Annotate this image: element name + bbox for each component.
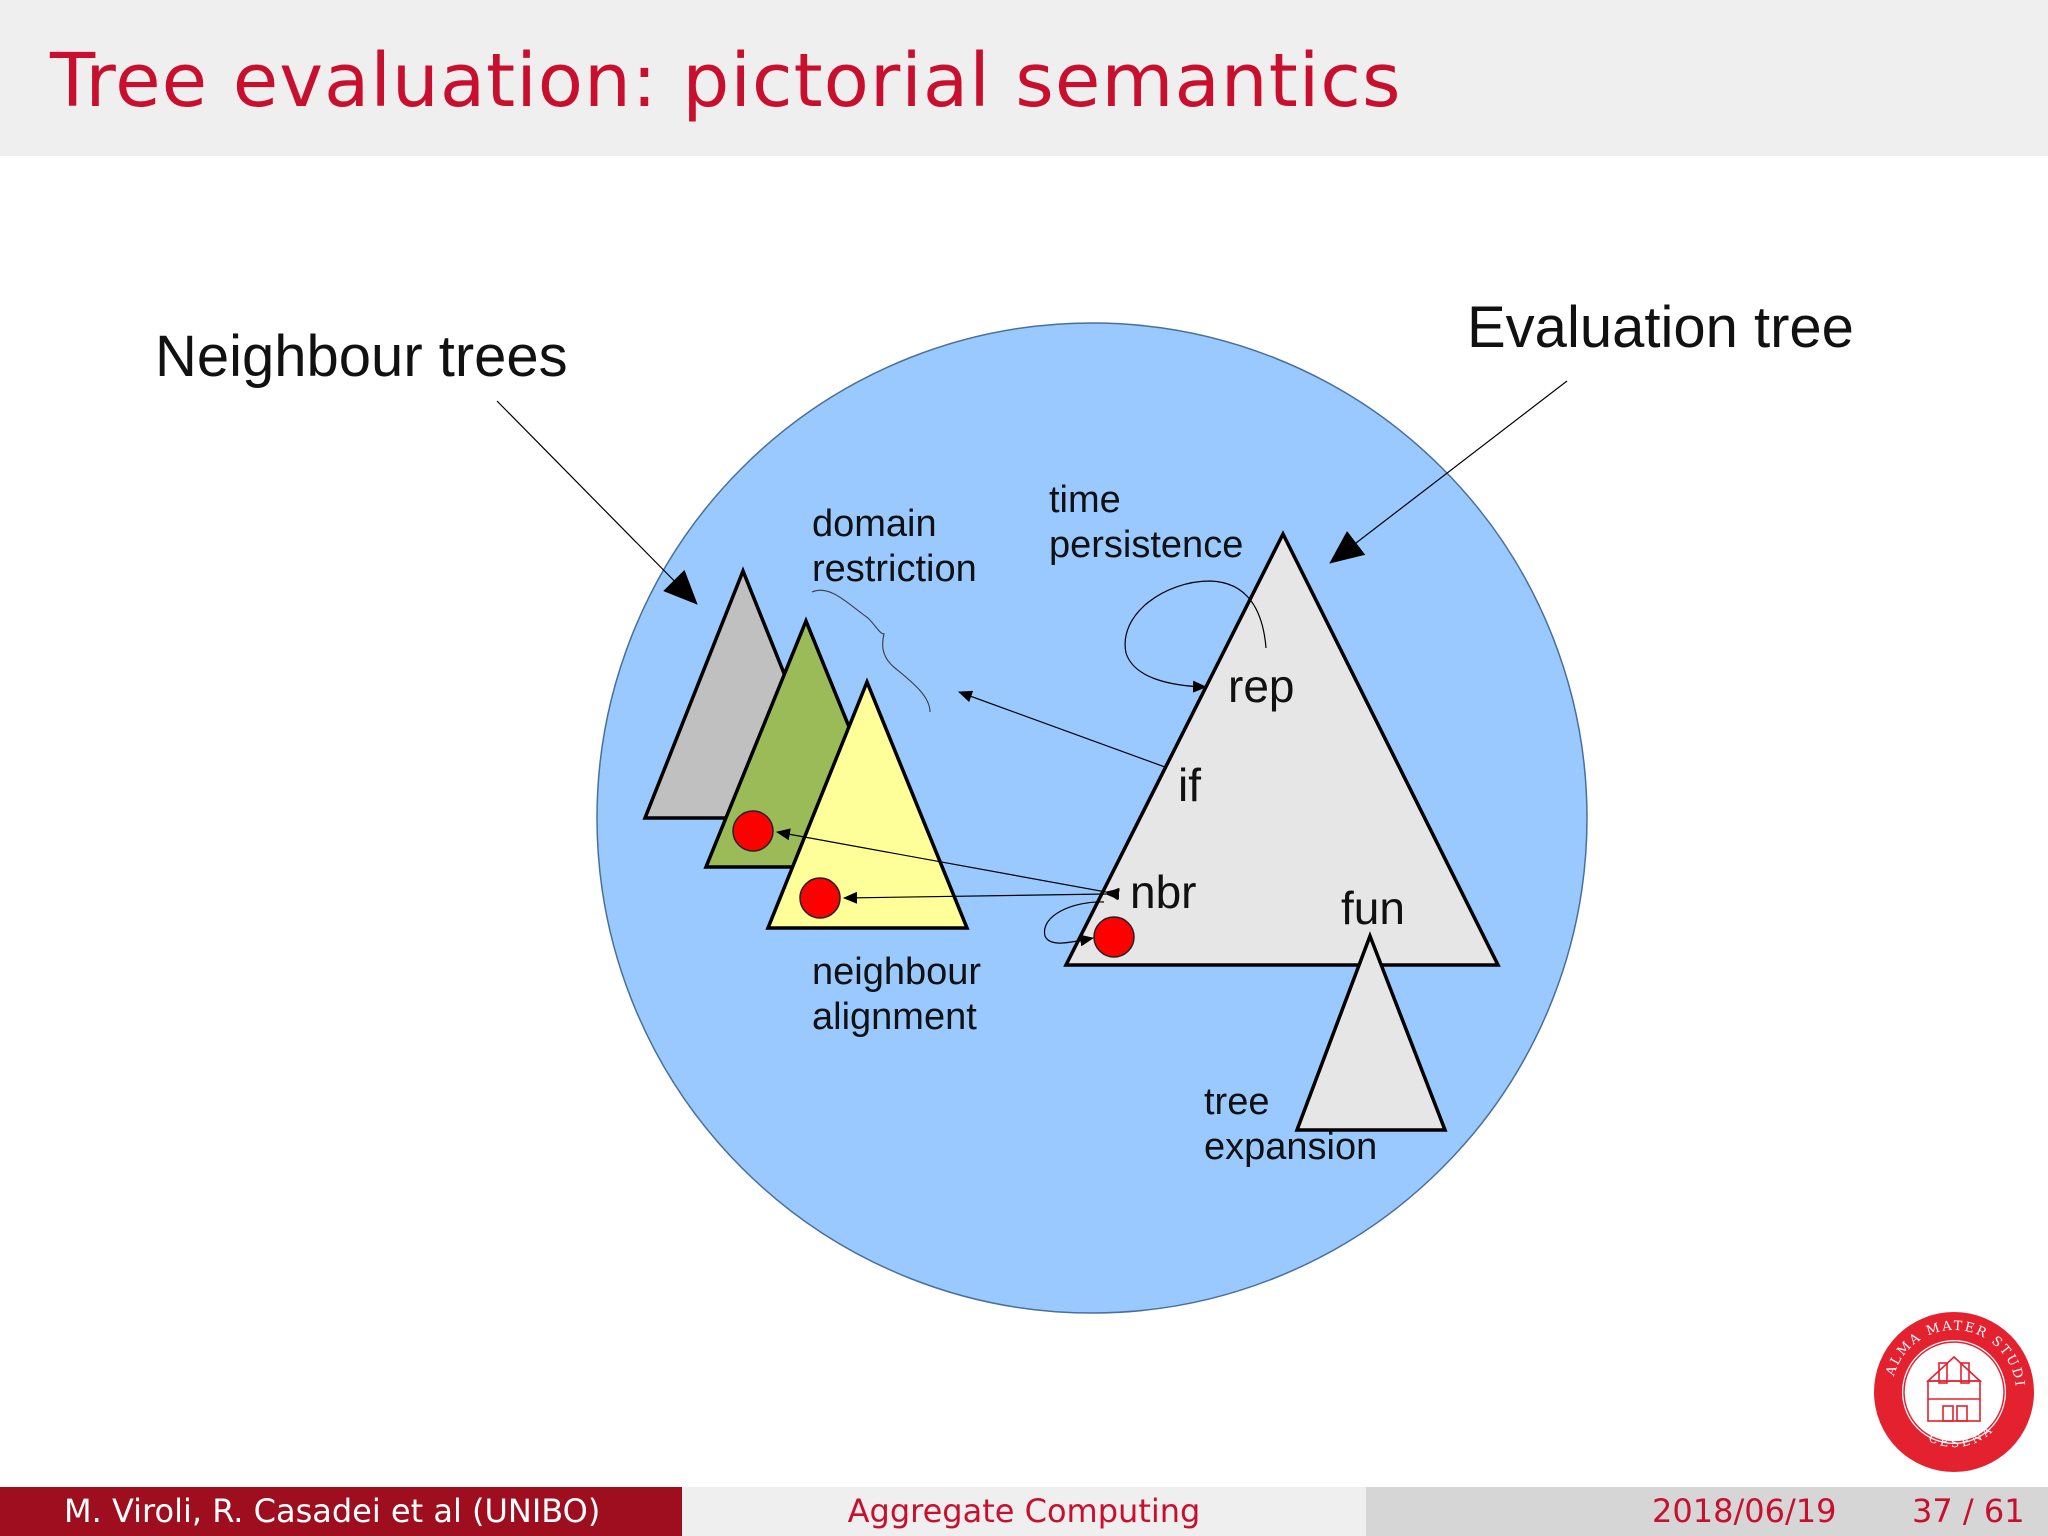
evaluation-tree-pointer: [1329, 380, 1568, 564]
slide-title: Tree evaluation: pictorial semantics: [50, 38, 1402, 124]
if-label: if: [1178, 759, 1201, 811]
fun-label: fun: [1341, 882, 1405, 934]
footer-date: 2018/06/19: [1652, 1492, 1837, 1530]
time-persistence-loop: [1124, 580, 1267, 693]
nbr-label: nbr: [1130, 866, 1196, 918]
footer-title-section: Aggregate Computing: [682, 1487, 1366, 1536]
neighbour-trees-label: Neighbour trees: [155, 324, 568, 389]
title-bar: Tree evaluation: pictorial semantics: [0, 0, 2048, 156]
nbr-self-loop: [1043, 901, 1105, 947]
university-seal-logo: ALMA MATER STUDIORUM CESENA: [1873, 1311, 2034, 1472]
neighbour-trees-pointer: [496, 400, 698, 605]
footer-page-number: 37 / 61: [1912, 1492, 2025, 1530]
evaluation-tree: [1063, 530, 1501, 967]
footer-authors: M. Viroli, R. Casadei et al (UNIBO): [64, 1492, 601, 1530]
yellow-tree-marker: [799, 877, 841, 919]
footer-info-section: 2018/06/19 37 / 61: [1366, 1487, 2048, 1536]
domain-restriction-label-line1: domain: [812, 503, 937, 545]
diagram: Neighbour trees Evaluation tree domain r…: [155, 295, 1854, 1314]
evaluation-tree-marker: [1093, 916, 1135, 958]
footer: M. Viroli, R. Casadei et al (UNIBO) Aggr…: [0, 1487, 2048, 1536]
neighbour-alignment-label-line1: neighbour: [812, 951, 981, 993]
footer-authors-section: M. Viroli, R. Casadei et al (UNIBO): [0, 1487, 682, 1536]
neighbour-alignment-label-line2: alignment: [812, 996, 977, 1038]
alignment-arrow-green: [776, 828, 1120, 901]
evaluation-tree-label: Evaluation tree: [1467, 295, 1854, 360]
tree-expansion-label-line1: tree: [1204, 1081, 1269, 1123]
time-persistence-label-line1: time: [1049, 479, 1121, 521]
tree-expansion-label-line2: expansion: [1204, 1126, 1377, 1168]
green-tree-marker: [732, 810, 774, 852]
alignment-arrow-yellow: [843, 887, 1120, 904]
time-persistence-label-line2: persistence: [1049, 524, 1243, 566]
domain-restriction-arrow: [958, 690, 1166, 768]
rep-label: rep: [1228, 660, 1294, 712]
domain-restriction-label-line2: restriction: [812, 548, 977, 590]
expansion-tree: [1294, 931, 1448, 1132]
footer-talk-title: Aggregate Computing: [847, 1492, 1201, 1530]
domain-restriction-brace: [811, 589, 931, 713]
